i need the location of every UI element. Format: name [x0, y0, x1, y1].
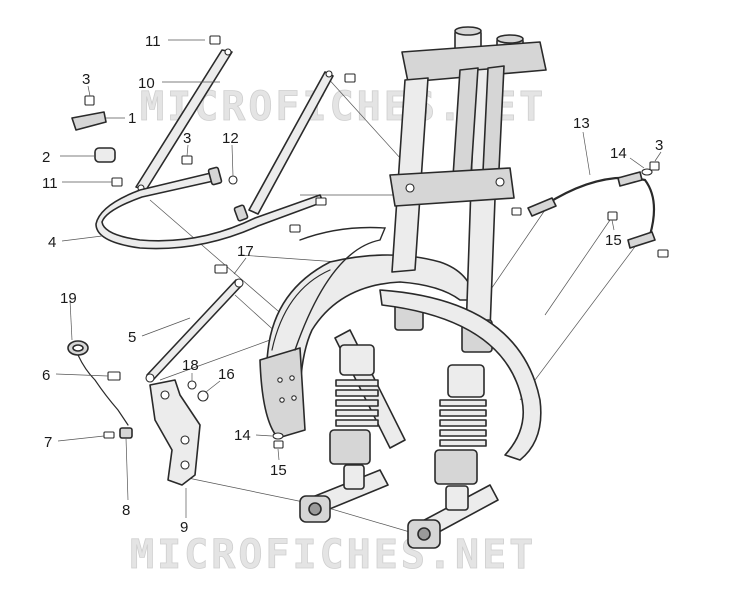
- callout-5: 5: [128, 329, 136, 346]
- part-13-cable-bracket: [527, 171, 656, 249]
- callout-15a: 15: [270, 462, 287, 479]
- callout-numbers: 11 10 3 1 2 11 3 12 4 17 5 19 6 7 8 9 18…: [42, 33, 663, 536]
- callout-3a: 3: [82, 71, 90, 88]
- callout-8: 8: [122, 502, 130, 519]
- callout-19: 19: [60, 290, 77, 307]
- callout-14a: 14: [234, 427, 251, 444]
- part-5-lower-rod: [145, 278, 244, 383]
- shock-absorber-left: [329, 344, 379, 490]
- callout-18: 18: [182, 357, 199, 374]
- callout-17: 17: [237, 243, 254, 260]
- callout-11a: 11: [145, 33, 161, 50]
- callout-9: 9: [180, 519, 188, 536]
- callout-3c: 3: [655, 137, 663, 154]
- callout-13: 13: [573, 115, 590, 132]
- callout-leaders: [55, 39, 662, 518]
- part-middle-strut: [248, 70, 334, 215]
- shock-absorber-right: [434, 364, 487, 511]
- part-9-bracket-plate: [149, 379, 201, 486]
- callout-4: 4: [48, 234, 56, 251]
- hardware-fasteners: [71, 35, 669, 449]
- callout-12: 12: [222, 130, 239, 147]
- callout-3b: 3: [183, 130, 191, 147]
- front-fender: [259, 226, 476, 439]
- front-fork: [389, 26, 547, 353]
- watermark-bottom: MICROFICHES.NET: [130, 532, 536, 578]
- callout-16: 16: [218, 366, 235, 383]
- callout-2: 2: [42, 149, 50, 166]
- callout-10: 10: [138, 75, 155, 92]
- callout-1: 1: [128, 110, 136, 127]
- callout-15b: 15: [605, 232, 622, 249]
- part-19-hose-clamp: [67, 340, 129, 426]
- part-4-brace-hoop: [95, 166, 324, 250]
- callout-6: 6: [42, 367, 50, 384]
- callout-14b: 14: [610, 145, 627, 162]
- callout-7: 7: [44, 434, 52, 451]
- callout-11b: 11: [42, 175, 58, 192]
